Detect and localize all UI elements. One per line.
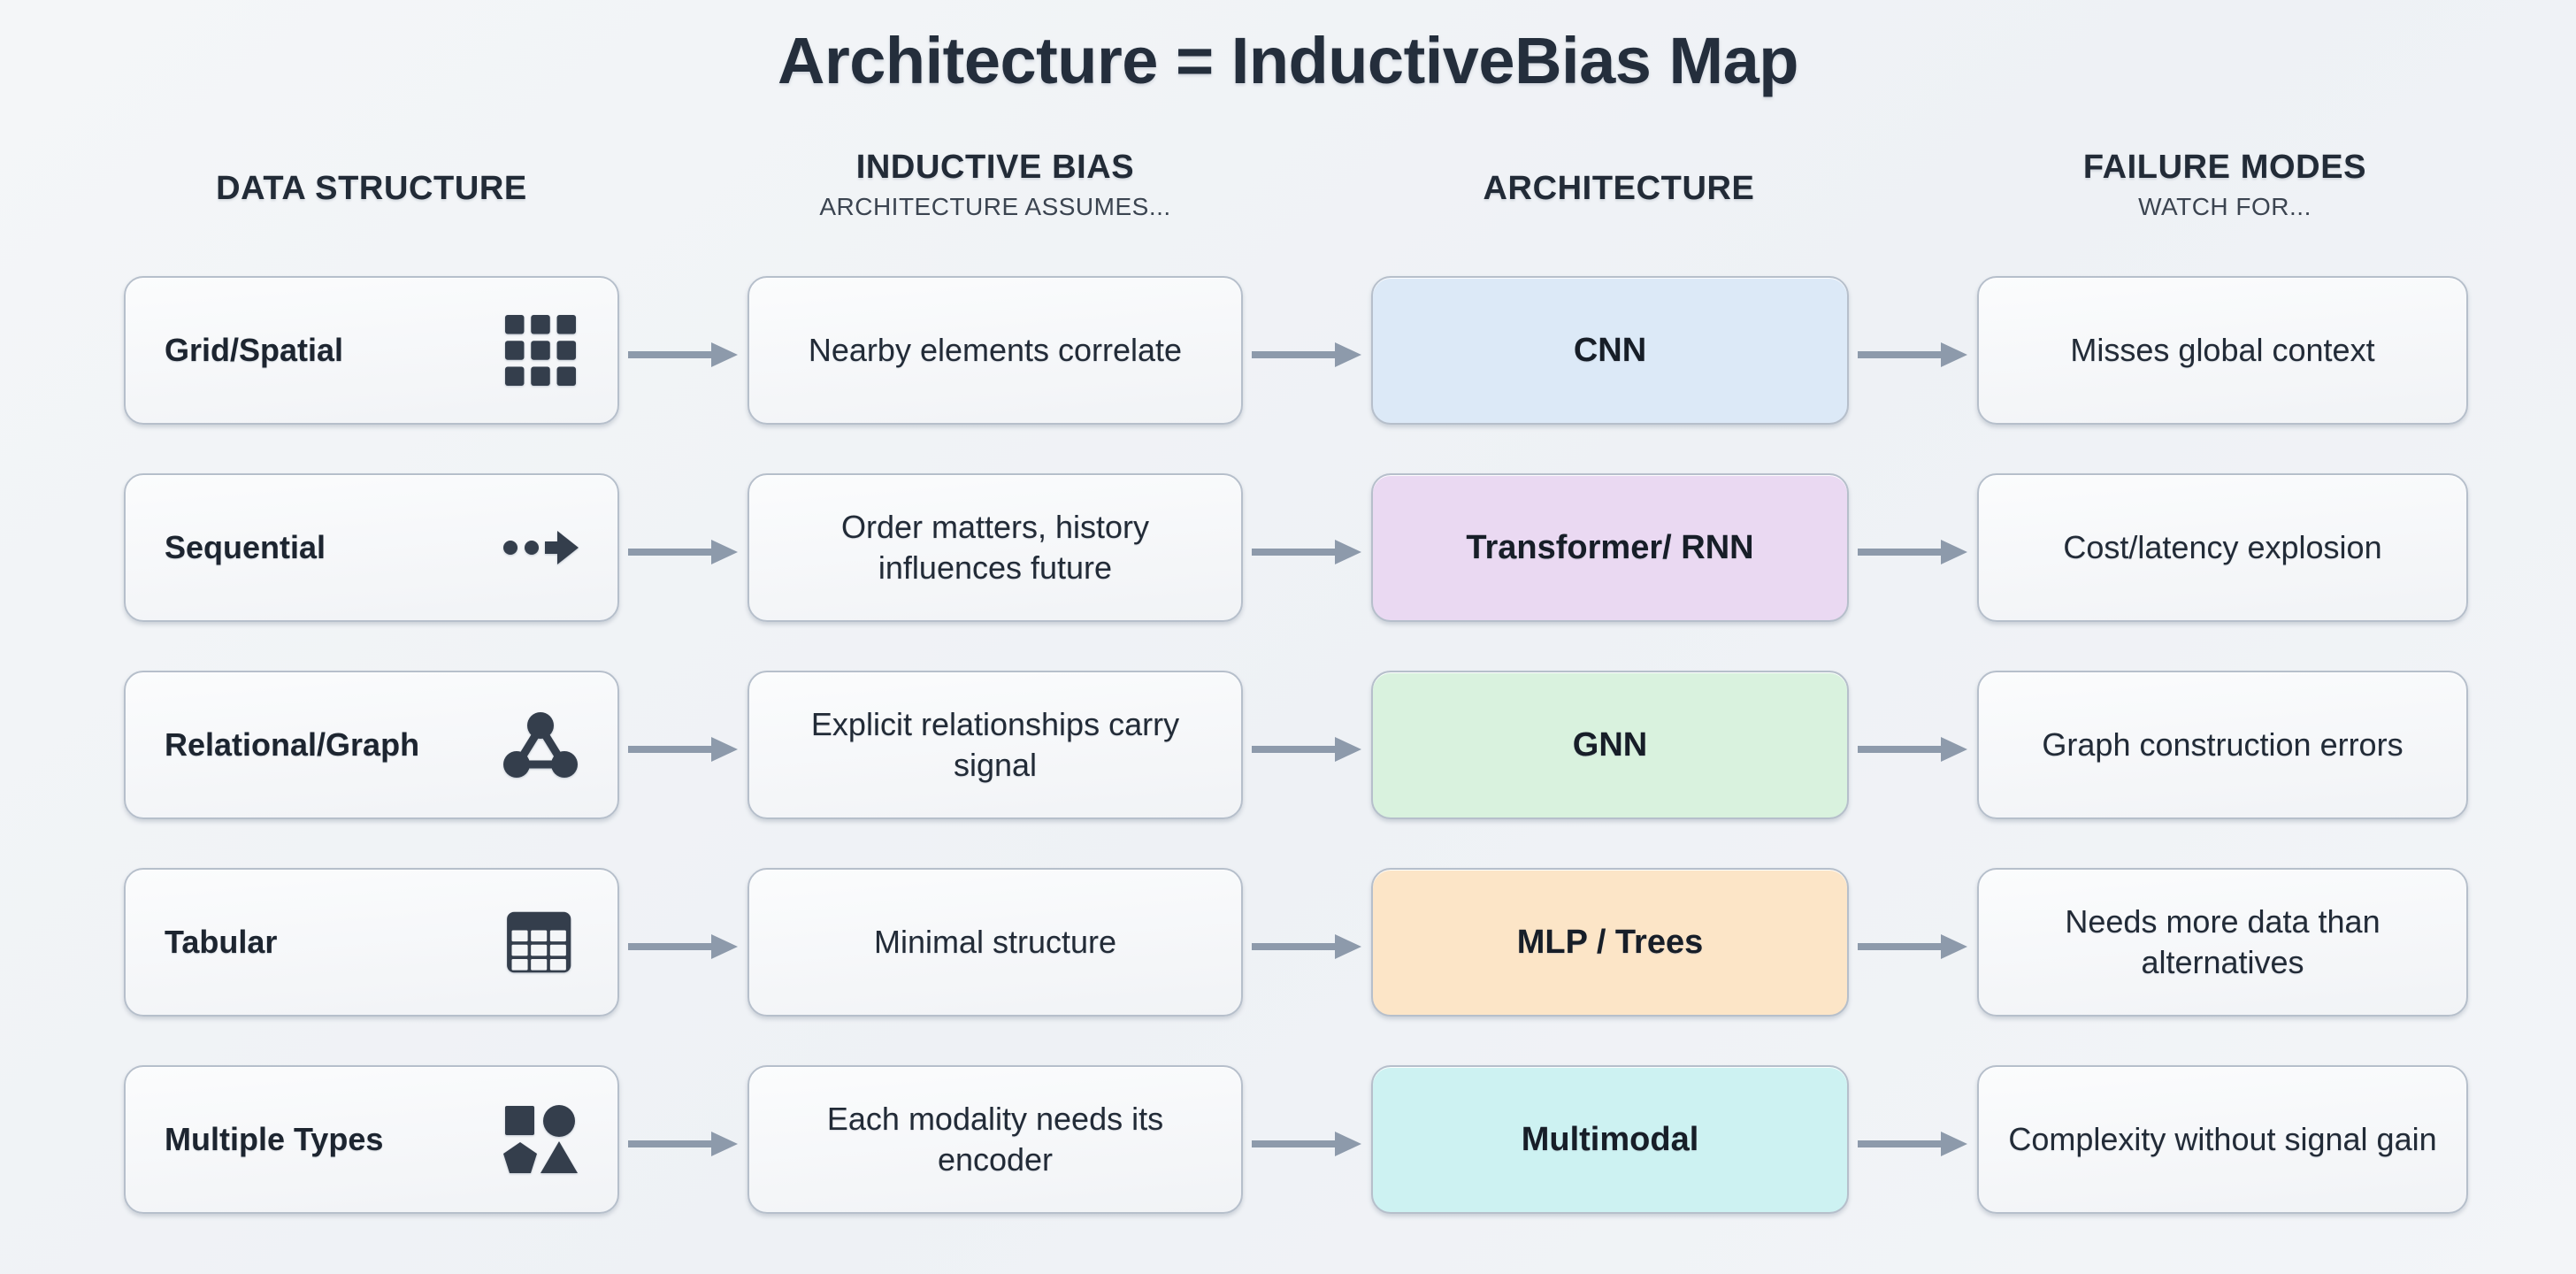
inductive-bias-text: Each modality needs its encoder [826, 1100, 1164, 1178]
dots-arrow-icon [502, 510, 579, 586]
data-structure-label: Sequential [165, 529, 326, 565]
diagram-row: Grid/Spatial Nearby elements correlate C… [0, 265, 2576, 447]
graph-nodes-icon [502, 707, 579, 783]
column-header-architecture: ARCHITECTURE [1371, 170, 1867, 214]
column-header-title: ARCHITECTURE [1483, 170, 1755, 207]
arrow-bias-to-architecture [1252, 736, 1361, 762]
diagram-row: Sequential Order matters, history influe… [0, 463, 2576, 644]
column-header-title: INDUCTIVE BIAS [855, 149, 1135, 186]
data-structure-card[interactable]: Sequential [124, 473, 619, 622]
arrow-data-to-bias [628, 539, 738, 564]
diagram-row: Multiple Types Each modality needs its e… [0, 1055, 2576, 1236]
column-header-inductive-bias: INDUCTIVE BIAS ARCHITECTURE ASSUMES... [748, 149, 1243, 221]
column-header-data-structure: DATA STRUCTURE [124, 170, 619, 214]
table-icon [502, 904, 579, 980]
arrow-bias-to-architecture [1252, 342, 1361, 367]
architecture-card[interactable]: CNN [1371, 276, 1849, 425]
data-structure-card[interactable]: Tabular [124, 868, 619, 1017]
inductive-bias-card[interactable]: Nearby elements correlate [748, 276, 1243, 425]
failure-mode-card[interactable]: Needs more data than alternatives [1977, 868, 2468, 1017]
architecture-label: Multimodal [1521, 1120, 1699, 1158]
column-header-title: FAILURE MODES [2082, 149, 2367, 186]
architecture-label: GNN [1572, 725, 1648, 764]
inductive-bias-card[interactable]: Explicit relationships carry signal [748, 671, 1243, 819]
failure-mode-text: Misses global context [2070, 331, 2375, 368]
failure-mode-text: Graph construction errors [2042, 725, 2404, 763]
column-header-title: DATA STRUCTURE [216, 170, 527, 207]
column-headers: DATA STRUCTURE INDUCTIVE BIAS ARCHITECTU… [0, 149, 2576, 246]
architecture-card[interactable]: Transformer/ RNN [1371, 473, 1849, 622]
arrow-bias-to-architecture [1252, 1131, 1361, 1156]
failure-mode-card[interactable]: Cost/latency explosion [1977, 473, 2468, 622]
data-structure-label: Relational/Graph [165, 726, 420, 763]
arrow-data-to-bias [628, 1131, 738, 1156]
arrow-data-to-bias [628, 933, 738, 959]
data-structure-card[interactable]: Relational/Graph [124, 671, 619, 819]
diagram-row: Relational/Graph Explicit relationships … [0, 660, 2576, 841]
data-structure-label: Multiple Types [165, 1121, 384, 1157]
architecture-label: Transformer/ RNN [1466, 528, 1754, 566]
diagram-rows: Grid/Spatial Nearby elements correlate C… [0, 265, 2576, 1252]
failure-mode-text: Cost/latency explosion [2063, 528, 2382, 565]
inductive-bias-card[interactable]: Order matters, history influences future [748, 473, 1243, 622]
architecture-card[interactable]: MLP / Trees [1371, 868, 1849, 1017]
inductive-bias-text: Explicit relationships carry signal [810, 705, 1180, 783]
grid-3x3-icon [502, 312, 579, 388]
architecture-label: MLP / Trees [1516, 923, 1704, 961]
arrow-architecture-to-failure [1858, 539, 1967, 564]
inductive-bias-text: Minimal structure [873, 923, 1117, 960]
data-structure-label: Grid/Spatial [165, 332, 344, 368]
failure-mode-text: Complexity without signal gain [2008, 1120, 2437, 1157]
arrow-architecture-to-failure [1858, 933, 1967, 959]
architecture-card[interactable]: GNN [1371, 671, 1849, 819]
failure-mode-card[interactable]: Graph construction errors [1977, 671, 2468, 819]
architecture-card[interactable]: Multimodal [1371, 1065, 1849, 1214]
inductive-bias-text: Nearby elements correlate [808, 331, 1183, 368]
architecture-label: CNN [1573, 331, 1647, 369]
arrow-data-to-bias [628, 736, 738, 762]
data-structure-card[interactable]: Multiple Types [124, 1065, 619, 1214]
column-header-subtitle: ARCHITECTURE ASSUMES... [819, 193, 1171, 220]
inductive-bias-card[interactable]: Minimal structure [748, 868, 1243, 1017]
failure-mode-text: Needs more data than alternatives [2065, 902, 2380, 980]
data-structure-card[interactable]: Grid/Spatial [124, 276, 619, 425]
arrow-architecture-to-failure [1858, 342, 1967, 367]
arrow-architecture-to-failure [1858, 1131, 1967, 1156]
failure-mode-card[interactable]: Misses global context [1977, 276, 2468, 425]
arrow-data-to-bias [628, 342, 738, 367]
column-header-failure-modes: FAILURE MODES WATCH FOR... [1977, 149, 2472, 221]
inductive-bias-card[interactable]: Each modality needs its encoder [748, 1065, 1243, 1214]
page-title: Architecture = InductiveBias Map [778, 24, 1798, 97]
mixed-shapes-icon [502, 1101, 579, 1178]
data-structure-label: Tabular [165, 924, 278, 960]
column-header-subtitle: WATCH FOR... [2138, 193, 2312, 220]
arrow-bias-to-architecture [1252, 539, 1361, 564]
arrow-architecture-to-failure [1858, 736, 1967, 762]
failure-mode-card[interactable]: Complexity without signal gain [1977, 1065, 2468, 1214]
diagram-row: Tabular Minimal structure MLP / Trees Ne… [0, 857, 2576, 1039]
arrow-bias-to-architecture [1252, 933, 1361, 959]
inductive-bias-text: Order matters, history influences future [840, 508, 1150, 586]
